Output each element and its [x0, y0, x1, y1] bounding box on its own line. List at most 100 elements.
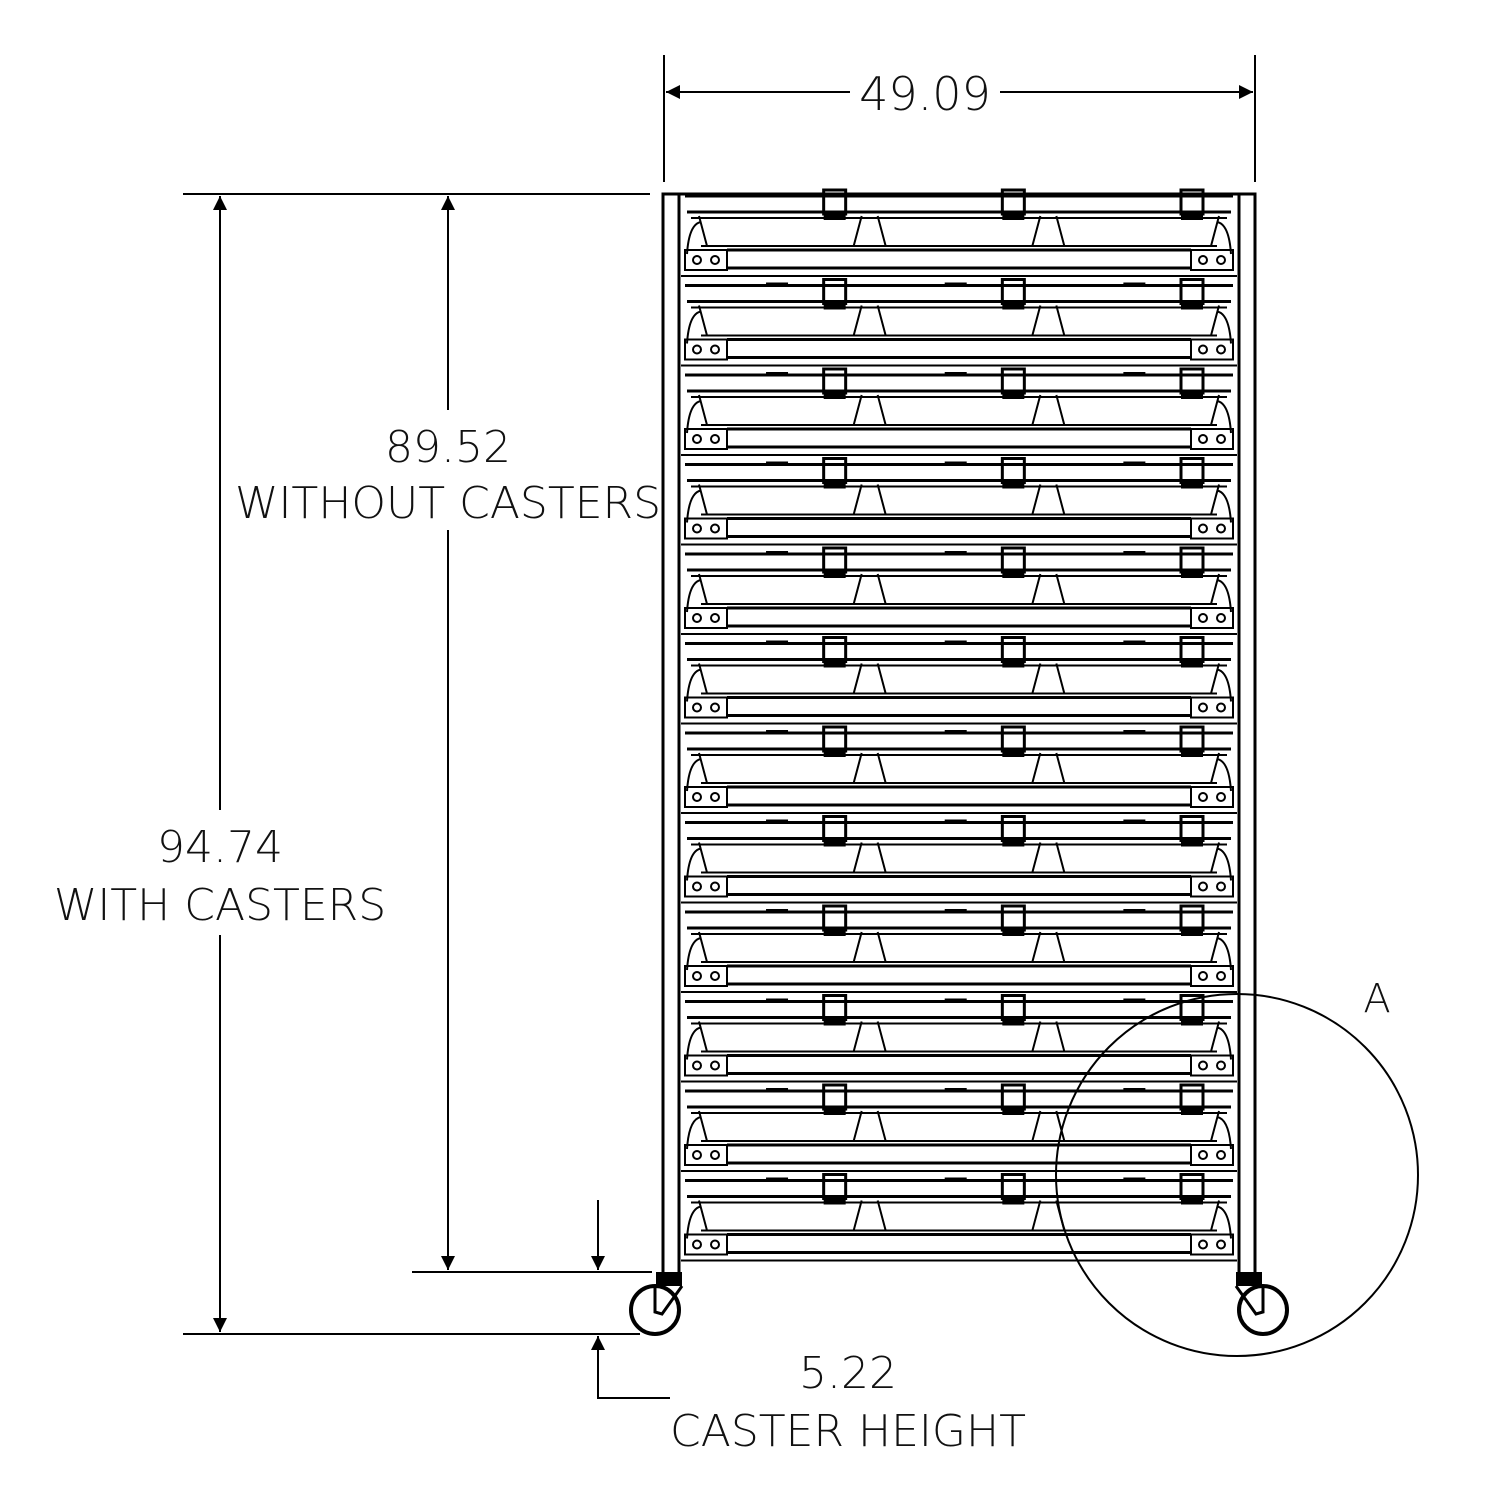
label-clip-icon — [822, 546, 848, 574]
bin-tab — [944, 461, 967, 466]
label-clip-base — [823, 749, 846, 757]
bin-side-right — [852, 1021, 863, 1052]
bin-rack — [661, 188, 1257, 1276]
bin-side-left — [876, 1021, 887, 1052]
rail-hook — [686, 758, 702, 792]
label-clip-base — [1181, 301, 1203, 310]
bin-side-left — [876, 394, 887, 426]
bin-side-left — [876, 573, 887, 605]
bin-side-right — [1031, 484, 1042, 515]
bin-tab — [1123, 909, 1146, 913]
bolt-hole-icon — [1216, 971, 1226, 981]
bin-tab — [1123, 372, 1146, 376]
bin-tab — [766, 461, 789, 466]
label-clip-base — [823, 838, 846, 847]
shelf-rows — [681, 188, 1237, 1262]
bin-side-left — [876, 663, 887, 694]
bin-tab — [766, 1088, 789, 1092]
label-clip-icon — [1000, 367, 1026, 395]
caster-height-dimension: 5.22 CASTER HEIGHT — [591, 1200, 1026, 1457]
bin-side-left — [1055, 573, 1066, 605]
bin-side-right — [1031, 931, 1042, 963]
bin-side-right — [1210, 752, 1220, 784]
shelf-bracket — [684, 517, 728, 540]
bin-side-right — [1031, 842, 1042, 873]
label-clip-icon — [822, 1173, 848, 1200]
bolt-hole-icon — [1216, 523, 1226, 534]
rail-hook — [1216, 1026, 1232, 1060]
label-clip-base — [823, 480, 846, 489]
bin-side-left — [1055, 1110, 1066, 1142]
rail-hook — [1216, 1116, 1232, 1150]
label-clip-base — [823, 1017, 846, 1026]
label-clip-icon — [1000, 457, 1026, 484]
rail-hook — [686, 579, 702, 613]
label-clip-base — [1181, 928, 1203, 936]
height-with-casters-value: 94.74 — [157, 822, 283, 873]
rail-hook — [1216, 1205, 1232, 1239]
label-clip-icon — [822, 367, 848, 395]
shelf-row — [681, 815, 1237, 904]
label-clip-icon — [1000, 278, 1026, 305]
label-clip-base — [1002, 928, 1025, 936]
bolt-hole-icon — [1216, 255, 1226, 265]
bin-side-right — [1031, 1200, 1042, 1231]
bin-side-right — [1031, 305, 1042, 336]
label-clip-base — [1002, 480, 1025, 489]
bin-side-right — [1210, 1110, 1220, 1142]
bolt-hole-icon — [1198, 523, 1208, 534]
bin-side-right — [1210, 931, 1220, 963]
width-value: 49.09 — [859, 67, 991, 121]
bolt-hole-icon — [692, 344, 702, 355]
bin-side-right — [852, 215, 863, 247]
label-clip-icon — [1000, 636, 1026, 663]
label-clip-base — [1181, 838, 1203, 847]
shelf-row — [681, 904, 1237, 993]
label-clip-base — [1002, 570, 1025, 578]
shelf-row — [681, 457, 1237, 546]
bin-side-left — [1055, 752, 1066, 784]
rail-hook — [686, 847, 702, 881]
bolt-hole-icon — [1198, 792, 1208, 802]
shelf-bracket — [1190, 249, 1234, 271]
shelf-bracket — [684, 965, 728, 987]
bolt-hole-icon — [1216, 344, 1226, 355]
bolt-hole-icon — [692, 613, 702, 623]
label-clip-icon — [1000, 815, 1026, 842]
caster-height-value: 5.22 — [799, 1348, 897, 1399]
height-without-casters-label: WITHOUT CASTERS — [235, 478, 661, 529]
bolt-hole-icon — [692, 434, 702, 444]
label-clip-base — [823, 1107, 846, 1115]
rail-hook — [1216, 847, 1232, 881]
label-clip-icon — [822, 457, 848, 484]
bin-side-left — [698, 484, 708, 515]
bin-side-left — [698, 752, 708, 784]
bin-tab — [766, 819, 789, 824]
bolt-hole-icon — [692, 1239, 702, 1250]
bin-tab — [944, 730, 967, 734]
bin-side-left — [698, 842, 708, 873]
shelf-bracket — [684, 696, 728, 719]
bin-tab — [944, 909, 967, 913]
height-with-casters-label: WITH CASTERS — [54, 880, 386, 931]
shelf-bracket — [1190, 1233, 1234, 1256]
bolt-hole-icon — [692, 792, 702, 802]
bin-tab — [766, 193, 789, 197]
label-clip-base — [1181, 212, 1203, 220]
bin-tab — [766, 909, 789, 913]
bin-side-right — [852, 394, 863, 426]
bolt-hole-icon — [710, 702, 720, 713]
bin-side-left — [698, 394, 708, 426]
bin-side-left — [876, 931, 887, 963]
shelf-bracket — [1190, 1054, 1234, 1077]
label-clip-icon — [1179, 278, 1205, 305]
label-clip-base — [1002, 1107, 1025, 1115]
label-clip-icon — [1000, 994, 1026, 1021]
label-clip-base — [1002, 1017, 1025, 1026]
bolt-hole-icon — [710, 1239, 720, 1250]
bin-tab — [1123, 640, 1146, 645]
label-clip-icon — [822, 278, 848, 305]
shelf-bracket — [684, 249, 728, 271]
shelf-bracket — [684, 607, 728, 629]
label-clip-icon — [1000, 546, 1026, 574]
